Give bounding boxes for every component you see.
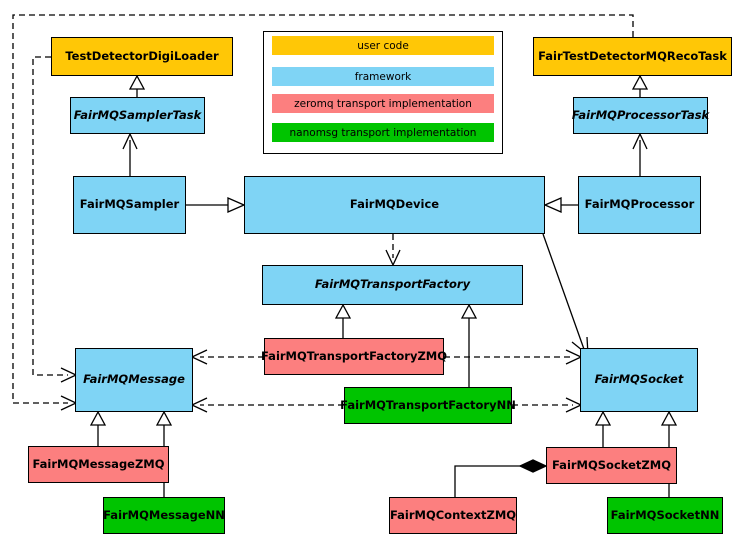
legend-item-user-code: user code	[272, 36, 494, 55]
class-node-fairmqmessage[interactable]: FairMQMessage	[75, 348, 193, 412]
open-arrow-message-digiloader	[60, 367, 78, 383]
generalization-arrow-device-left	[227, 197, 246, 213]
generalization-arrow-message-left	[89, 410, 107, 426]
generalization-arrow-tf-left	[334, 303, 352, 319]
class-label: FairMQContextZMQ	[389, 507, 517, 522]
class-label: FairMQSocketZMQ	[552, 457, 671, 472]
class-node-fairmqsocketnn[interactable]: FairMQSocketNN	[607, 497, 723, 534]
class-label: FairTestDetectorMQRecoTask	[538, 48, 727, 63]
class-label: FairMQMessageZMQ	[32, 456, 165, 471]
class-node-fairmqsampler[interactable]: FairMQSampler	[73, 176, 186, 234]
class-label: FairMQSocketNN	[610, 507, 720, 522]
legend-item-framework: framework	[272, 67, 494, 86]
class-node-fairmqdevice[interactable]: FairMQDevice	[244, 176, 545, 234]
generalization-arrow-socket-right	[660, 410, 678, 426]
legend-label: user code	[357, 39, 409, 52]
open-arrow-transportfactory	[385, 249, 401, 267]
class-node-fairmqsamplertask[interactable]: FairMQSamplerTask	[70, 97, 205, 134]
class-label: FairMQProcessor	[584, 197, 695, 212]
edge-digiloader-message	[32, 56, 68, 376]
class-node-fairmqprocessortask[interactable]: FairMQProcessorTask	[572, 97, 709, 134]
legend-label: nanomsg transport implementation	[289, 126, 477, 139]
class-label: FairMQDevice	[349, 197, 440, 212]
generalization-arrow-socket-left	[594, 410, 612, 426]
legend-label: zeromq transport implementation	[294, 97, 472, 110]
edge-device-socket	[542, 233, 586, 353]
class-node-fairmqprocessor[interactable]: FairMQProcessor	[578, 176, 701, 234]
generalization-arrow-tf-right	[460, 303, 478, 319]
class-label: FairMQTransportFactory	[314, 277, 471, 292]
class-node-fairmqtransportfactory[interactable]: FairMQTransportFactory	[262, 265, 523, 305]
generalization-arrow-device-right	[543, 197, 562, 213]
class-label: TestDetectorDigiLoader	[65, 48, 219, 63]
class-node-fairmqmessagenn[interactable]: FairMQMessageNN	[103, 497, 225, 534]
open-arrow-socket-tfzmq	[565, 349, 583, 365]
composition-diamond-socketzmq	[518, 459, 548, 473]
generalization-arrow-recotask	[631, 74, 649, 90]
class-node-fairmqtransportfactoryzmq[interactable]: FairMQTransportFactoryZMQ	[261, 338, 447, 375]
class-node-fairmqtransportfactorynn[interactable]: FairMQTransportFactoryNN	[340, 387, 516, 424]
class-label: FairMQMessageNN	[103, 507, 225, 522]
open-arrow-socket-tfnn	[565, 397, 583, 413]
class-node-fairmqsocket[interactable]: FairMQSocket	[580, 348, 698, 412]
generalization-arrow-digiloader	[128, 74, 146, 90]
open-arrow-samplertask	[122, 132, 138, 150]
class-label: FairMQMessage	[83, 372, 185, 387]
class-label: FairMQSocket	[594, 372, 684, 387]
legend-label: framework	[354, 70, 412, 83]
class-node-fairmqcontextzmq[interactable]: FairMQContextZMQ	[389, 497, 517, 534]
class-label: FairMQTransportFactoryZMQ	[261, 348, 448, 363]
class-label: FairMQSamplerTask	[73, 107, 202, 122]
open-arrow-message-recotask	[60, 395, 78, 411]
open-arrow-message-tfnn	[190, 397, 208, 413]
legend-item-nanomsg: nanomsg transport implementation	[272, 123, 494, 142]
open-arrow-message-tfzmq	[190, 349, 208, 365]
class-node-testdetectordigiloader[interactable]: TestDetectorDigiLoader	[51, 37, 233, 76]
open-arrow-processortask	[632, 132, 648, 150]
class-label: FairMQSampler	[79, 197, 180, 212]
class-node-fairmqmessagezmq[interactable]: FairMQMessageZMQ	[28, 446, 169, 483]
class-node-fairmqsocketzmq[interactable]: FairMQSocketZMQ	[546, 447, 677, 484]
class-label: FairMQTransportFactoryNN	[340, 397, 516, 412]
edge-socketzmq-contextzmq	[454, 465, 533, 497]
legend-item-zeromq: zeromq transport implementation	[272, 94, 494, 113]
class-node-fairtestdetectormqrecotask[interactable]: FairTestDetectorMQRecoTask	[533, 37, 732, 76]
generalization-arrow-message-right	[155, 410, 173, 426]
class-label: FairMQProcessorTask	[571, 107, 710, 122]
